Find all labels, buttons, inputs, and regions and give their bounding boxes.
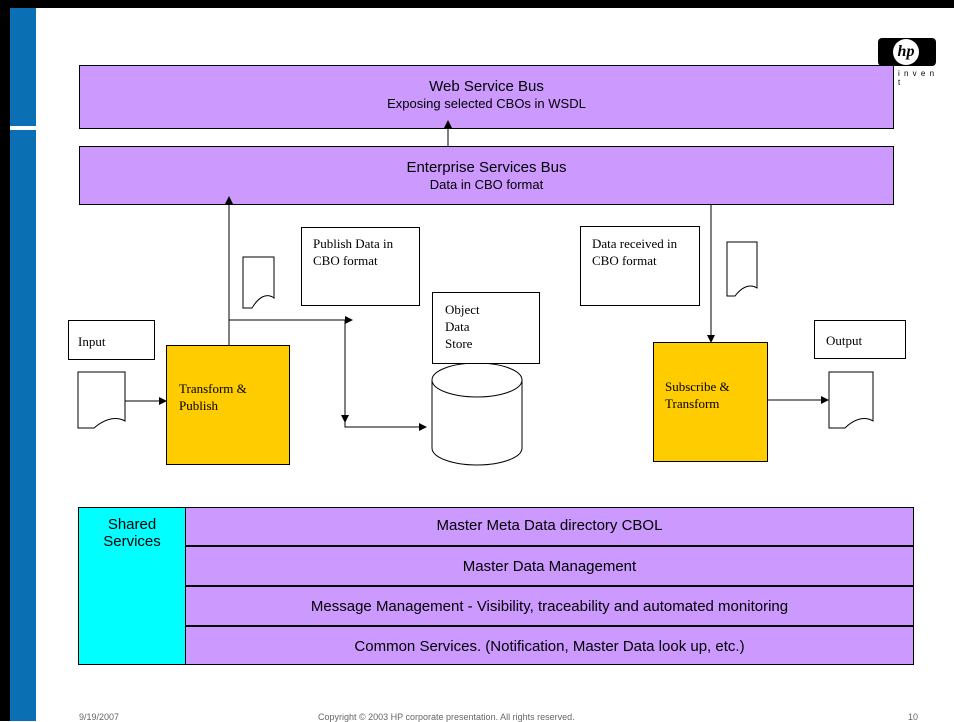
shared-row-meta-data: Master Meta Data directory CBOL bbox=[185, 507, 914, 546]
footer-date: 9/19/2007 bbox=[79, 712, 120, 722]
hp-logo: hp i n v e n t bbox=[876, 38, 940, 87]
object-data-store-text: Object Data Store bbox=[445, 302, 480, 351]
publish-data-note: Publish Data in CBO format bbox=[301, 227, 420, 306]
web-service-bus-subtitle: Exposing selected CBOs in WSDL bbox=[387, 96, 586, 111]
output-note: Output bbox=[814, 320, 906, 359]
footer-page-number: 10 bbox=[908, 712, 919, 722]
sidebar-divider bbox=[10, 126, 36, 130]
hp-logo-tagline: i n v e n t bbox=[898, 69, 936, 87]
slide-left-border bbox=[0, 0, 10, 721]
enterprise-services-bus: Enterprise Services Bus Data in CBO form… bbox=[79, 146, 894, 205]
document-icon-input bbox=[77, 371, 126, 429]
data-store-cylinder bbox=[431, 380, 523, 466]
shared-row-message-management: Message Management - Visibility, traceab… bbox=[185, 586, 914, 626]
shared-row-common-services: Common Services. (Notification, Master D… bbox=[185, 626, 914, 665]
subscribe-transform-label: Subscribe & Transform bbox=[665, 379, 730, 411]
publish-data-note-text: Publish Data in CBO format bbox=[313, 236, 394, 268]
object-data-store-note: Object Data Store bbox=[432, 292, 540, 364]
footer-copyright: Copyright © 2003 HP corporate presentati… bbox=[318, 712, 575, 722]
shared-row-master-data: Master Data Management bbox=[185, 546, 914, 586]
sidebar-accent-bottom bbox=[10, 130, 36, 721]
document-icon-received bbox=[726, 241, 758, 297]
input-note: Input bbox=[68, 320, 155, 360]
shared-services-panel: Shared Services bbox=[78, 507, 186, 665]
enterprise-services-bus-subtitle: Data in CBO format bbox=[429, 177, 544, 192]
transform-publish-process: Transform & Publish bbox=[166, 345, 290, 465]
document-icon-publish bbox=[242, 256, 275, 309]
hp-logo-circle: hp bbox=[893, 39, 919, 65]
shared-services-label: Shared Services bbox=[103, 516, 161, 550]
web-service-bus: Web Service Bus Exposing selected CBOs i… bbox=[79, 65, 894, 129]
output-note-text: Output bbox=[826, 333, 863, 348]
transform-publish-label: Transform & Publish bbox=[179, 381, 247, 413]
input-note-text: Input bbox=[78, 334, 106, 349]
enterprise-services-bus-title: Enterprise Services Bus bbox=[406, 159, 567, 176]
sidebar-accent-top bbox=[10, 8, 36, 126]
data-received-note-text: Data received in CBO format bbox=[592, 236, 678, 268]
data-received-note: Data received in CBO format bbox=[580, 226, 700, 306]
web-service-bus-title: Web Service Bus bbox=[429, 78, 544, 95]
slide-top-border bbox=[0, 0, 954, 8]
subscribe-transform-process: Subscribe & Transform bbox=[653, 342, 768, 462]
document-icon-output bbox=[828, 371, 874, 429]
